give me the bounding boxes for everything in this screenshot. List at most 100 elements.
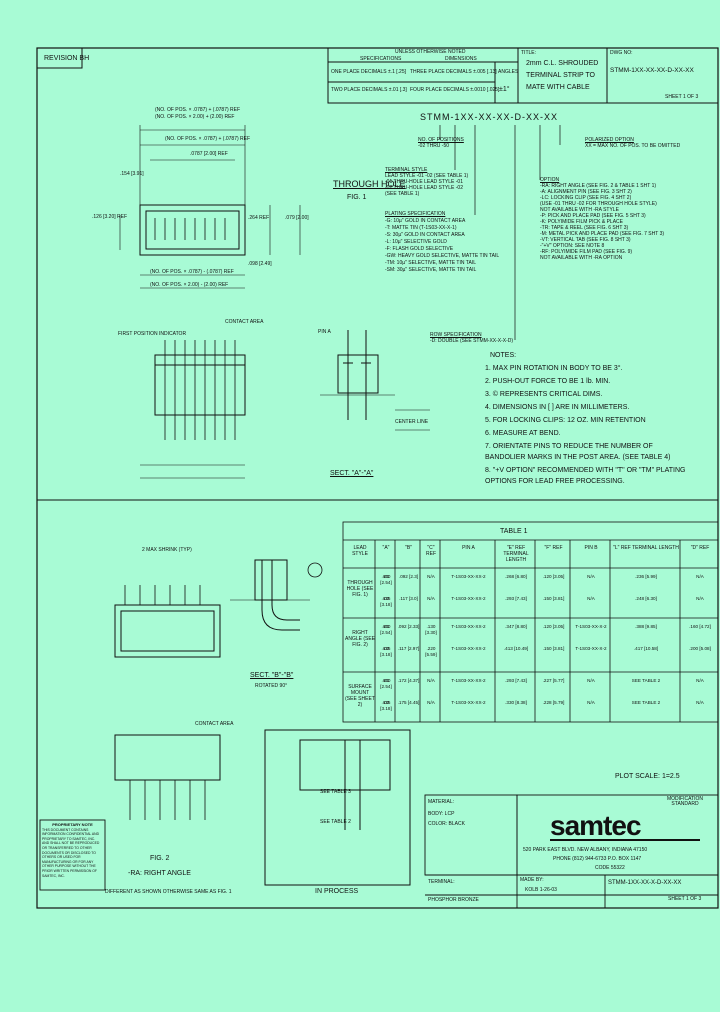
table1-title: TABLE 1: [500, 528, 528, 535]
table1-group-name: RIGHT ANGLE (SEE FIG. 2): [345, 630, 376, 648]
pn-group-line: -01 THRU-HOLE LEAD STYLE -01: [385, 179, 463, 185]
fig2-label: FIG. 2: [150, 855, 170, 862]
terminal-label: TERMINAL:: [428, 879, 455, 885]
fig1-contact-area: CONTACT AREA: [225, 319, 264, 325]
samtec-logo: samtec: [550, 810, 642, 841]
table1-cell: .092 [2.3]: [398, 574, 419, 579]
revision-label: REVISION BH: [44, 55, 90, 62]
proprietary-body: THIS DOCUMENT CONTAINS INFORMATION CONFI…: [42, 827, 100, 878]
samtec-address-2: PHONE (812) 944-6733 P.O. BOX 1147: [553, 856, 642, 862]
dwg-label: DWG NO:: [610, 50, 633, 56]
note-item: 8. "+V OPTION" RECOMMENDED WITH "T" OR "…: [485, 467, 686, 474]
pn-option-line: -M: METAL PICK AND PLACE PAD (SEE FIG. 7…: [540, 231, 665, 237]
pn-group-line: (SEE TABLE 1): [385, 191, 420, 197]
table1-group-name: SURFACE MOUNT (SEE SHEET 2): [345, 684, 375, 708]
table1-cell: .248 [6.30]: [635, 596, 657, 601]
table1-cell: .228 [5.79]: [542, 700, 565, 705]
table1-header-cell: "F" REF: [544, 545, 563, 551]
note-item: 6. MEASURE AT BEND.: [485, 430, 561, 437]
table1-cell: .160 [4.72]: [689, 624, 711, 629]
title-line-2: TERMINAL STRIP TO: [526, 72, 595, 79]
fig1-dim-d5: .079 [2.00]: [285, 215, 309, 221]
fig2-max-shrink: 2 MAX SHRINK (TYP): [142, 547, 192, 553]
fig1-label: FIG. 1: [347, 194, 367, 201]
pn-group-title: PLATING SPECIFICATION: [385, 211, 446, 217]
note-item: 1. MAX PIN ROTATION IN BODY TO BE 3°.: [485, 365, 623, 372]
note-item: 2. PUSH-OUT FORCE TO BE 1 lb. MIN.: [485, 378, 611, 385]
table1-cell: N/A: [587, 678, 595, 683]
table1-cell: .092 [2.33]: [397, 624, 420, 629]
material-color: COLOR: BLACK: [428, 821, 465, 827]
table1-header-cell: PIN B: [584, 545, 598, 551]
pn-group-terminal: TERMINAL STYLE LEAD STYLE -01 -02 (SEE T…: [385, 168, 515, 197]
table1-cell: .120 [3.05]: [542, 574, 565, 579]
section-b-label: SECT. "B"-"B": [250, 672, 294, 679]
pn-option-line: -RF: POLYIMIDE FILM PAD (SEE FIG. 9): [540, 249, 633, 255]
fig2-note: DIFFERENT AS SHOWN OTHERWISE SAME AS FIG…: [105, 889, 232, 895]
table1-cell: T-1S03-XX-XX-2: [451, 624, 486, 629]
in-process-label: IN PROCESS: [315, 888, 359, 895]
table1-cell: N/A: [696, 574, 704, 579]
table1-cell: .125 [3.18]: [380, 646, 392, 657]
pn-group-line: -S: 30µ" GOLD IN CONTACT AREA: [385, 232, 465, 238]
in-process-table2: SEE TABLE 2: [320, 819, 351, 825]
fig2-contact-area: CONTACT AREA: [195, 721, 234, 727]
made-by-label: MADE BY:: [520, 877, 544, 883]
title-label: TITLE:: [521, 50, 537, 56]
table1-cell: .236 [5.99]: [635, 574, 657, 579]
table1-cell: .150 [3.81]: [542, 646, 565, 651]
pn-group-row: ROW SPECIFICATION -D: DOUBLE (SEE STMM-X…: [430, 333, 530, 344]
table1-cell: N/A: [427, 700, 435, 705]
tolerance-sub2: DIMENSIONS: [445, 56, 477, 62]
pn-group-line: -G: 10µ" GOLD IN CONTACT AREA: [385, 218, 466, 224]
note-item: OPTIONS FOR LEAD FREE PROCESSING.: [485, 478, 625, 485]
table1-cell: .117 [3.0]: [399, 596, 418, 601]
pn-group-title: ROW SPECIFICATION: [430, 332, 482, 338]
table1-cell: .227 [5.77]: [542, 678, 565, 683]
four-place-tol: FOUR PLACE DECIMALS ±.0010 [.025]: [410, 87, 500, 93]
pn-option-polarized: POLARIZED OPTION XX = MAX NO. OF POS. TO…: [585, 138, 715, 149]
footer-dwg-number: STMM-1XX-XX-X-D-XX-XX: [608, 880, 682, 886]
table1-cell: .220 [5.59]: [425, 646, 437, 657]
table1-cell: .117 [2.97]: [397, 646, 420, 651]
table1-header-cell: "E" REF TERMINAL LENGTH: [503, 545, 529, 563]
table1-cell: -01: [382, 574, 390, 579]
pn-option-line: XX = MAX NO. OF POS. TO BE OMITTED: [585, 143, 681, 149]
pn-option-line: -LC: LOCKING CLIP (SEE FIG. 4 SHT 2): [540, 195, 632, 201]
table1-cell: -01: [382, 624, 390, 629]
table1-header-cell: "C" REF: [426, 545, 436, 557]
table1-cell: SEE TABLE 2: [631, 678, 661, 683]
table1-group-name: THROUGH HOLE (SEE FIG. 1): [346, 580, 374, 598]
table1-cell: T-1S03-XX-XX-2: [451, 596, 486, 601]
note-item: 4. DIMENSIONS IN [ ] ARE IN MILLIMETERS.: [485, 404, 630, 411]
table1-cell: .100 [2.54]: [380, 574, 392, 585]
table1-header-cell: "D" REF: [690, 545, 710, 551]
table1-cell: N/A: [587, 700, 595, 705]
table1-header-cell: LEAD STYLE: [352, 545, 368, 557]
sheet-number: SHEET 1 OF 3: [665, 94, 699, 100]
dwg-number: STMM-1XX-XX-XX-D-XX-XX: [610, 67, 694, 74]
title-line-1: 2mm C.L. SHROUDED: [526, 60, 599, 67]
table1-cell: -01: [382, 678, 390, 683]
pn-group-line: -SM: 30µ" SELECTIVE, MATTE TIN TAIL: [385, 267, 477, 273]
section-b-b: [230, 559, 323, 631]
note-item: 7. ORIENTATE PINS TO REDUCE THE NUMBER O…: [485, 443, 653, 450]
table1-cell: N/A: [696, 700, 704, 705]
table1-cell: .175 [4.45]: [397, 700, 420, 705]
pn-group-line: -GW: HEAVY GOLD SELECTIVE, MATTE TIN TAI…: [385, 253, 500, 259]
pn-option-line: -VT: VERTICAL TAB (SEE FIG. 8 SHT 3): [540, 237, 631, 243]
proprietary-title: PROPRIETARY NOTE: [52, 823, 93, 827]
table1-cell: .125 [3.18]: [380, 596, 392, 607]
one-place-tol: ONE PLACE DECIMALS ±.1 [.25]: [331, 69, 406, 75]
pn-option-list: OPTION -RA: RIGHT ANGLE (SEE FIG. 2 & TA…: [540, 178, 718, 261]
material-label: MATERIAL:: [428, 799, 455, 805]
table1-cell: SEE TABLE 2: [631, 700, 661, 705]
samtec-logo-underline: [550, 839, 700, 841]
pn-group-line: -D: DOUBLE (SEE STMM-XX-X-X-D): [430, 338, 514, 344]
table1-cell: .130 [3.30]: [425, 624, 437, 635]
table1-cell: T-1S03-XX-XX-2: [451, 678, 486, 683]
pn-option-line: (USE -01 THRU -02 FOR THROUGH HOLE STYLE…: [540, 201, 657, 207]
made-by-value: KOLB 1-26-03: [525, 887, 557, 893]
table1-header-cell: "B": [405, 545, 412, 551]
table1-cell: T-1S03-XX-X-2: [575, 646, 607, 651]
